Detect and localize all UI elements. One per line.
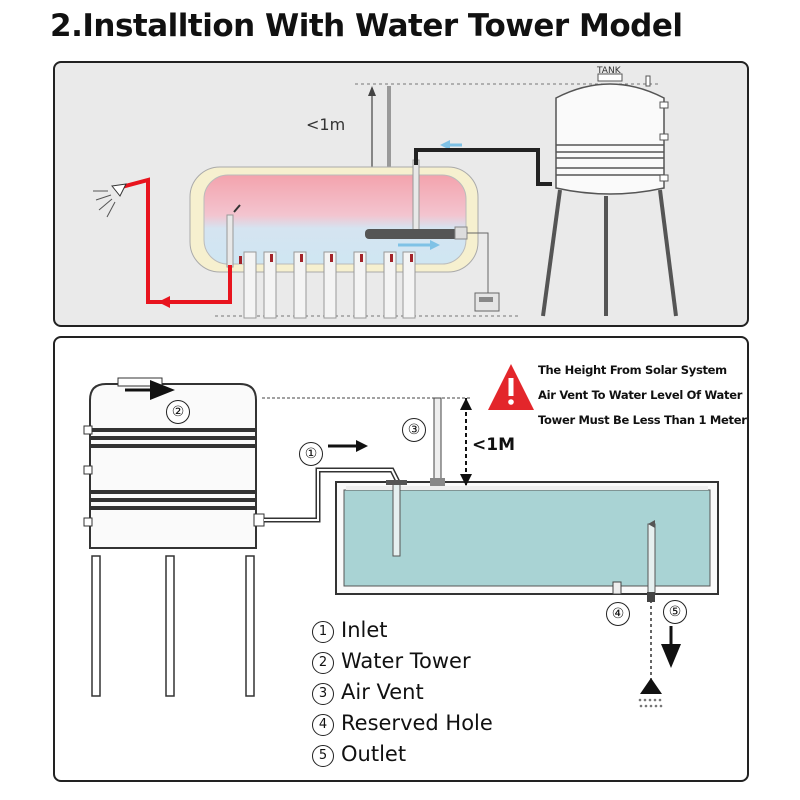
page-title: 2.Installtion With Water Tower Model (50, 8, 683, 44)
vacuum-tubes (243, 251, 416, 319)
air-vent-pipe (433, 397, 442, 483)
warning-line-3: Tower Must Be Less Than 1 Meter (538, 413, 747, 427)
tank-label: TANK (596, 66, 622, 76)
warning-icon-dot (508, 399, 514, 405)
inlet-fitting (386, 480, 407, 485)
inner-inlet-pipe (392, 481, 401, 557)
inlet-arrow-head (356, 440, 368, 452)
height-arrow-down (460, 474, 472, 486)
controller-wire (467, 232, 489, 296)
top-height-label: <1m (306, 115, 345, 134)
controller-display (479, 297, 493, 302)
hot-flow-arrow (158, 296, 170, 308)
legend-number: 5 (312, 745, 334, 767)
legend-item-water-tower: 2 Water Tower (312, 649, 471, 674)
legend-label: Water Tower (341, 649, 471, 673)
warning-icon-bar (508, 378, 514, 396)
height-arrow-up (460, 398, 472, 410)
shower-spray-icon (93, 190, 116, 218)
legend-item-inlet: 1 Inlet (312, 618, 388, 643)
inlet-pipe-inner (264, 469, 399, 521)
shower-icon (640, 678, 662, 694)
callout-air-vent: ③ (402, 418, 426, 442)
callout-water-tower: ② (166, 400, 190, 424)
legend-number: 2 (312, 652, 334, 674)
reserved-hole (612, 581, 622, 595)
outlet-fitting (647, 592, 655, 602)
legend-number: 1 (312, 621, 334, 643)
legend-item-air-vent: 3 Air Vent (312, 680, 424, 705)
bottom-height-label: <1M (472, 435, 515, 455)
inner-outlet-pipe (647, 523, 656, 595)
legend-number: 3 (312, 683, 334, 705)
water-flow-arrow (150, 380, 175, 400)
water-tower (83, 377, 265, 697)
electric-heater (365, 229, 460, 239)
tower-connection-pipe (414, 148, 552, 186)
callout-reserved-hole: ④ (606, 602, 630, 626)
outlet-arrow (233, 204, 241, 213)
air-vent-fitting (430, 478, 445, 486)
callout-outlet: ⑤ (663, 600, 687, 624)
shower-head-icon (111, 183, 127, 197)
outlet-arrow-head (661, 644, 681, 668)
legend-label: Outlet (341, 742, 407, 766)
legend-label: Air Vent (341, 680, 424, 704)
top-water-tower (541, 73, 678, 317)
arrow-head (368, 86, 376, 96)
outlet-tip (648, 520, 655, 528)
hot-water-pipe (117, 177, 232, 304)
legend-label: Reserved Hole (341, 711, 493, 735)
cold-flow-head (430, 240, 440, 250)
warning-line-1: The Height From Solar System (538, 363, 727, 377)
tube-seals (239, 254, 413, 264)
warning-line-2: Air Vent To Water Level Of Water (538, 388, 743, 402)
inlet-flow-head (440, 140, 450, 150)
legend-item-outlet: 5 Outlet (312, 742, 406, 767)
legend-item-reserved-hole: 4 Reserved Hole (312, 711, 493, 736)
shower-spray-icon (638, 698, 663, 708)
legend-number: 4 (312, 714, 334, 736)
legend-label: Inlet (341, 618, 388, 642)
callout-inlet: ① (299, 442, 323, 466)
top-air-vent-pipe (387, 86, 391, 170)
tank-top-rim (346, 486, 708, 490)
